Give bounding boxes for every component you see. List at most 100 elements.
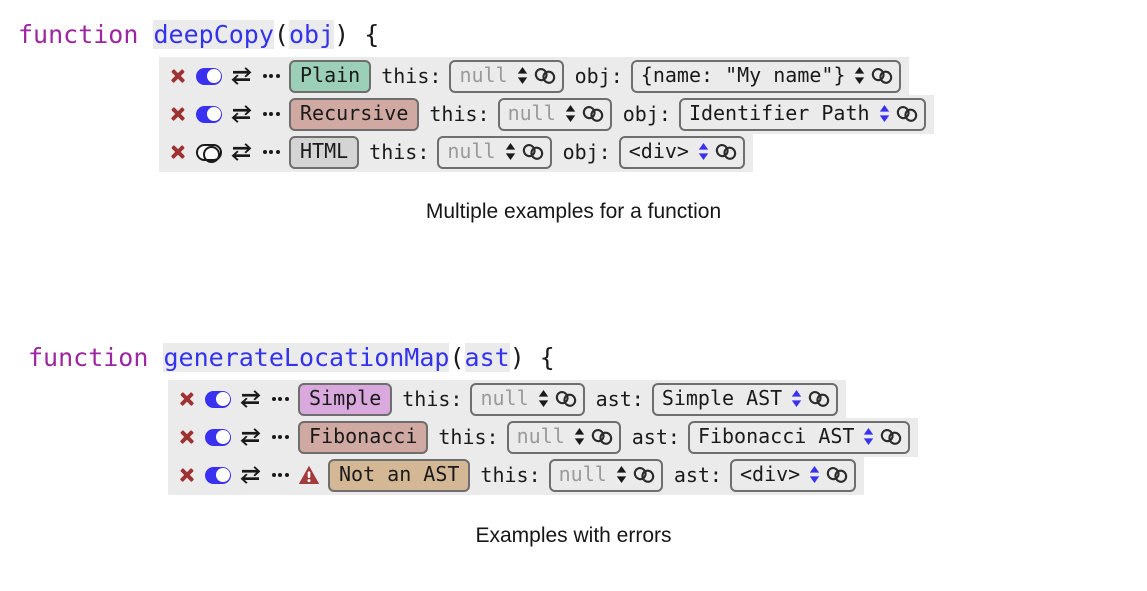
close-icon[interactable] [178,389,196,409]
link-icon[interactable] [534,66,556,85]
stepper-arrows-icon[interactable] [863,427,874,446]
example-name-chip[interactable]: Fibonacci [298,421,429,454]
this-value-field[interactable]: null [548,459,663,492]
argument-value-field[interactable]: {name: "My name"} [630,60,902,93]
swap-arrows-icon[interactable] [231,143,252,162]
stepper-arrows-icon[interactable] [809,465,820,484]
function-parameter[interactable]: obj [288,20,335,49]
argument-value-field[interactable]: Simple AST [651,383,839,416]
this-value-field[interactable]: null [470,383,585,416]
this-label: this: [402,386,463,411]
this-value-field[interactable]: null [497,98,612,131]
function-name[interactable]: deepCopy [153,20,274,49]
keyword-function: function [28,343,149,372]
enable-toggle[interactable] [196,67,222,85]
close-icon[interactable] [178,465,196,485]
swap-arrows-icon[interactable] [240,466,261,485]
stepper-arrows-icon[interactable] [854,66,865,85]
block-caption: Multiple examples for a function [425,200,722,223]
ellipsis-icon[interactable] [270,390,290,408]
argument-value: Fibonacci AST [697,424,855,448]
link-icon[interactable] [826,465,848,484]
sig-space [138,20,153,49]
stepper-arrows-icon[interactable] [505,142,516,161]
close-icon[interactable] [169,142,187,162]
this-value: null [516,424,565,448]
ellipsis-icon[interactable] [261,67,281,85]
open-brace: { [349,20,380,49]
close-icon[interactable] [178,427,196,447]
swap-arrows-icon[interactable] [231,105,252,124]
example-name-chip[interactable]: Simple [298,383,393,416]
argument-value-field[interactable]: Fibonacci AST [687,421,911,454]
enable-toggle[interactable] [196,105,222,123]
enable-toggle[interactable] [205,466,231,484]
link-icon[interactable] [591,427,613,446]
example-name-chip[interactable]: Not an AST [328,459,471,492]
function-signature: function generateLocationMap(ast) { [28,343,555,372]
keyword-function: function [18,20,139,49]
example-name-chip[interactable]: HTML [289,136,360,169]
this-label: this: [381,63,442,88]
example-name-chip[interactable]: Plain [289,60,372,93]
stepper-arrows-icon[interactable] [698,142,709,161]
link-icon[interactable] [896,104,918,123]
ellipsis-icon[interactable] [261,105,281,123]
argument-label: obj: [622,101,671,126]
close-paren: ) [334,20,350,49]
link-icon[interactable] [880,427,902,446]
argument-label: ast: [631,424,680,449]
swap-arrows-icon[interactable] [240,428,261,447]
function-signature: function deepCopy(obj) { [18,20,380,49]
close-paren: ) [509,343,525,372]
example-name-chip[interactable]: Recursive [289,98,420,131]
link-icon[interactable] [871,66,893,85]
block-caption: Examples with errors [475,524,672,547]
this-value-field[interactable]: null [506,421,621,454]
function-parameter[interactable]: ast [464,343,510,372]
close-icon[interactable] [169,66,187,86]
stepper-arrows-icon[interactable] [879,104,890,123]
argument-value-field[interactable]: <div> [618,136,745,169]
link-icon[interactable] [522,142,544,161]
argument-value: {name: "My name"} [640,63,846,87]
stepper-arrows-icon[interactable] [538,389,549,408]
function-name[interactable]: generateLocationMap [163,343,450,372]
link-icon[interactable] [555,389,577,408]
enable-toggle[interactable] [196,143,222,163]
link-icon[interactable] [808,389,830,408]
ellipsis-icon[interactable] [261,143,281,161]
argument-value-field[interactable]: Identifier Path [678,98,926,131]
stepper-arrows-icon[interactable] [565,104,576,123]
link-icon[interactable] [633,465,655,484]
open-paren: ( [273,20,289,49]
this-label: this: [480,462,541,487]
ellipsis-icon[interactable] [270,428,290,446]
argument-label: obj: [574,63,623,88]
stepper-arrows-icon[interactable] [791,389,802,408]
this-value: null [459,63,508,87]
enable-toggle[interactable] [205,390,231,408]
stepper-arrows-icon[interactable] [517,66,528,85]
argument-value: <div> [628,139,689,163]
sig-space [148,343,163,372]
stepper-arrows-icon[interactable] [574,427,585,446]
this-value-field[interactable]: null [449,60,564,93]
stepper-arrows-icon[interactable] [616,465,627,484]
warning-triangle-icon[interactable] [298,465,320,485]
enable-toggle[interactable] [205,428,231,446]
close-icon[interactable] [169,104,187,124]
example-row: Plain this: null obj: {name: "My name"} [159,57,910,96]
open-paren: ( [449,343,465,372]
link-icon[interactable] [715,142,737,161]
swap-arrows-icon[interactable] [240,390,261,409]
argument-value-field[interactable]: <div> [729,459,857,492]
ellipsis-icon[interactable] [270,466,290,484]
link-icon[interactable] [582,104,604,123]
swap-arrows-icon[interactable] [231,67,252,86]
this-value-field[interactable]: null [437,136,552,169]
